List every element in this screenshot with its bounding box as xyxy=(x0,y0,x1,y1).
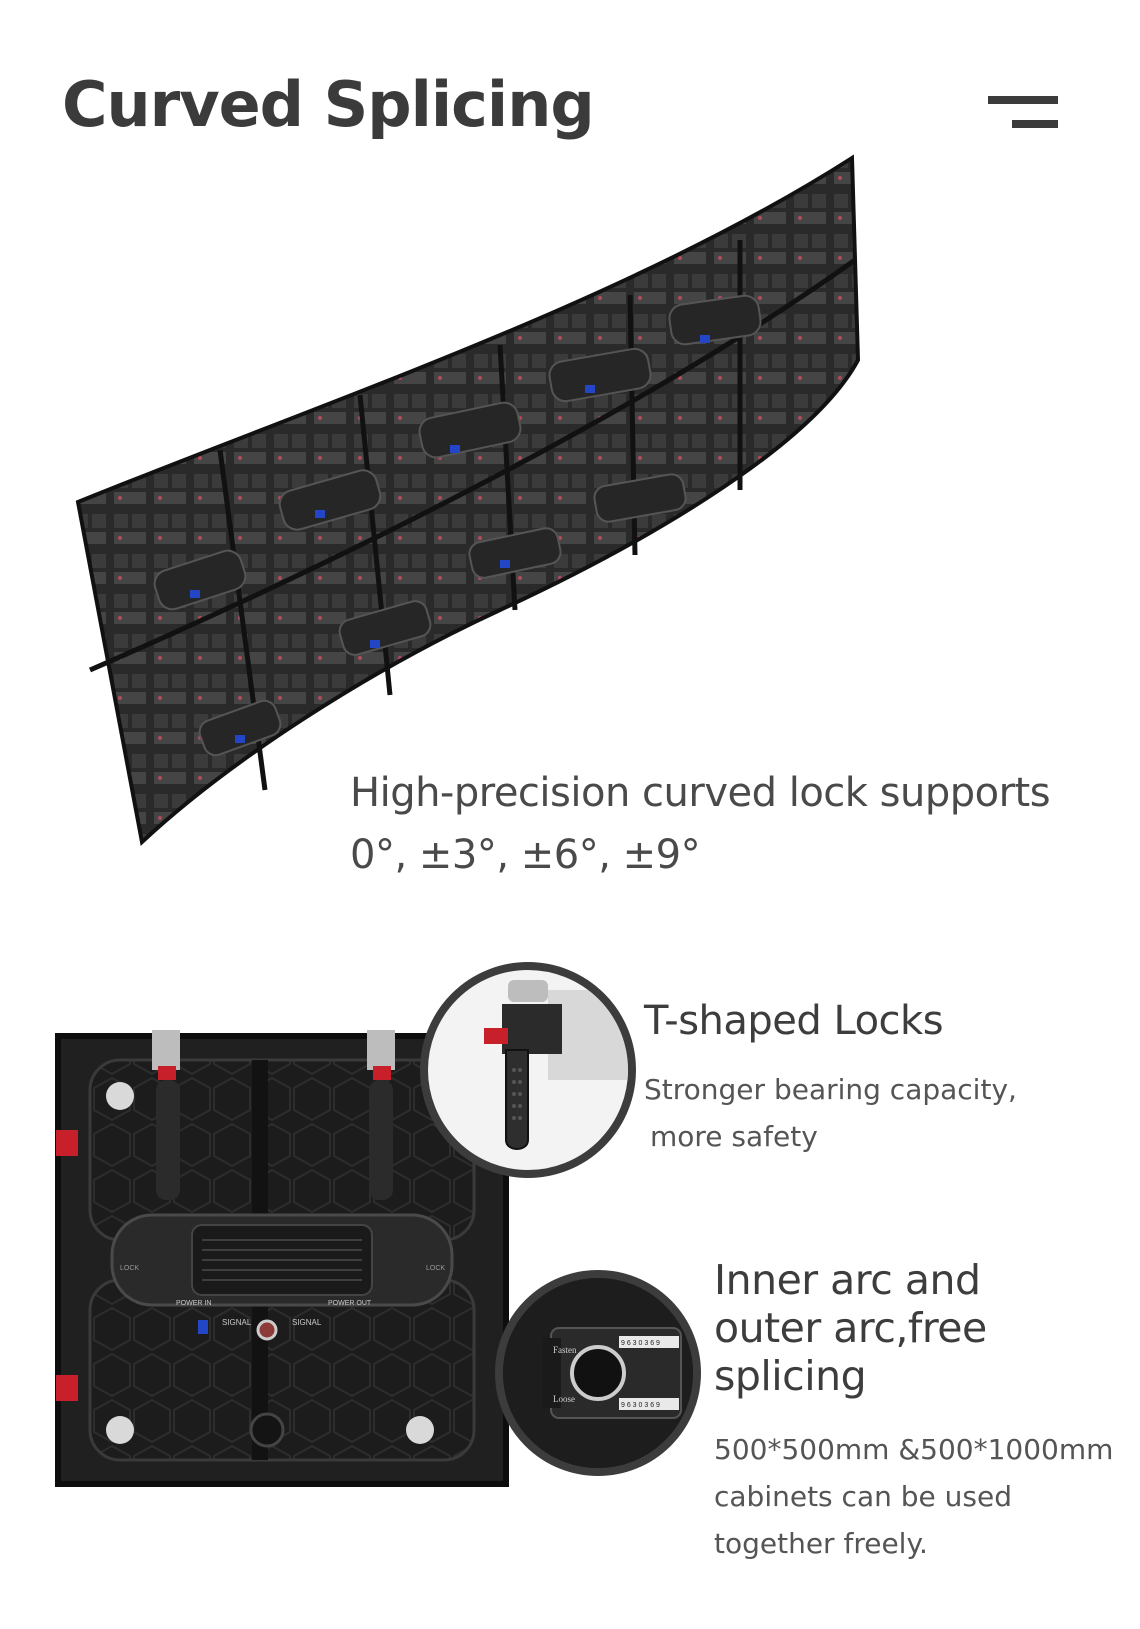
dial-fasten-label: Fasten xyxy=(553,1345,577,1355)
arc-heading-line-3: splicing xyxy=(714,1352,867,1400)
menu-icon[interactable] xyxy=(988,96,1058,132)
t-lock-heading: T-shaped Locks xyxy=(644,998,944,1044)
t-lock-desc-line-1: Stronger bearing capacity, xyxy=(644,1073,1017,1106)
t-lock-desc-line-2: more safety xyxy=(650,1120,818,1153)
t-lock-description: Stronger bearing capacity, more safety xyxy=(644,1066,1017,1160)
arc-dial-zoom-image: Fasten Loose 9 6 3 0 3 6 9 9 6 3 0 3 6 9 xyxy=(495,1270,701,1476)
t-lock-zoom-graphic xyxy=(484,980,628,1150)
arc-heading: Inner arc and outer arc,free splicing xyxy=(714,1256,987,1400)
menu-icon-line-top xyxy=(988,96,1058,104)
page-title: Curved Splicing xyxy=(62,68,595,141)
arc-heading-line-2: outer arc,free xyxy=(714,1304,987,1352)
dial-scale-bottom: 9 6 3 0 3 6 9 xyxy=(621,1402,660,1409)
cabinet-power-in-label: POWER IN xyxy=(176,1300,211,1307)
curved-caption-line-1: High-precision curved lock supports xyxy=(350,770,1051,816)
curved-led-wall-image xyxy=(75,154,861,846)
arc-desc-line-1: 500*500mm &500*1000mm xyxy=(714,1433,1114,1466)
arc-desc-line-2: cabinets can be used xyxy=(714,1480,1012,1513)
arc-heading-line-1: Inner arc and xyxy=(714,1256,981,1304)
curved-caption-line-2: 0°, ±3°, ±6°, ±9° xyxy=(350,832,701,878)
curved-caption: High-precision curved lock supports 0°, … xyxy=(350,762,1051,886)
t-lock-zoom-image xyxy=(420,962,636,1178)
arc-dial-zoom-graphic: Fasten Loose 9 6 3 0 3 6 9 9 6 3 0 3 6 9 xyxy=(503,1278,693,1468)
dial-scale-top: 9 6 3 0 3 6 9 xyxy=(621,1340,660,1347)
menu-icon-line-bottom xyxy=(1012,120,1058,128)
cabinet-lock-label-left: LOCK xyxy=(120,1265,139,1272)
arc-description: 500*500mm &500*1000mm cabinets can be us… xyxy=(714,1426,1113,1567)
cabinet-signal-label-2: SIGNAL xyxy=(292,1318,322,1327)
cabinet-lock-label-right: LOCK xyxy=(426,1265,445,1272)
arc-desc-line-3: together freely. xyxy=(714,1527,928,1560)
dial-loose-label: Loose xyxy=(553,1394,575,1404)
cabinet-power-out-label: POWER OUT xyxy=(328,1300,372,1307)
cabinet-signal-label: SIGNAL xyxy=(222,1318,252,1327)
